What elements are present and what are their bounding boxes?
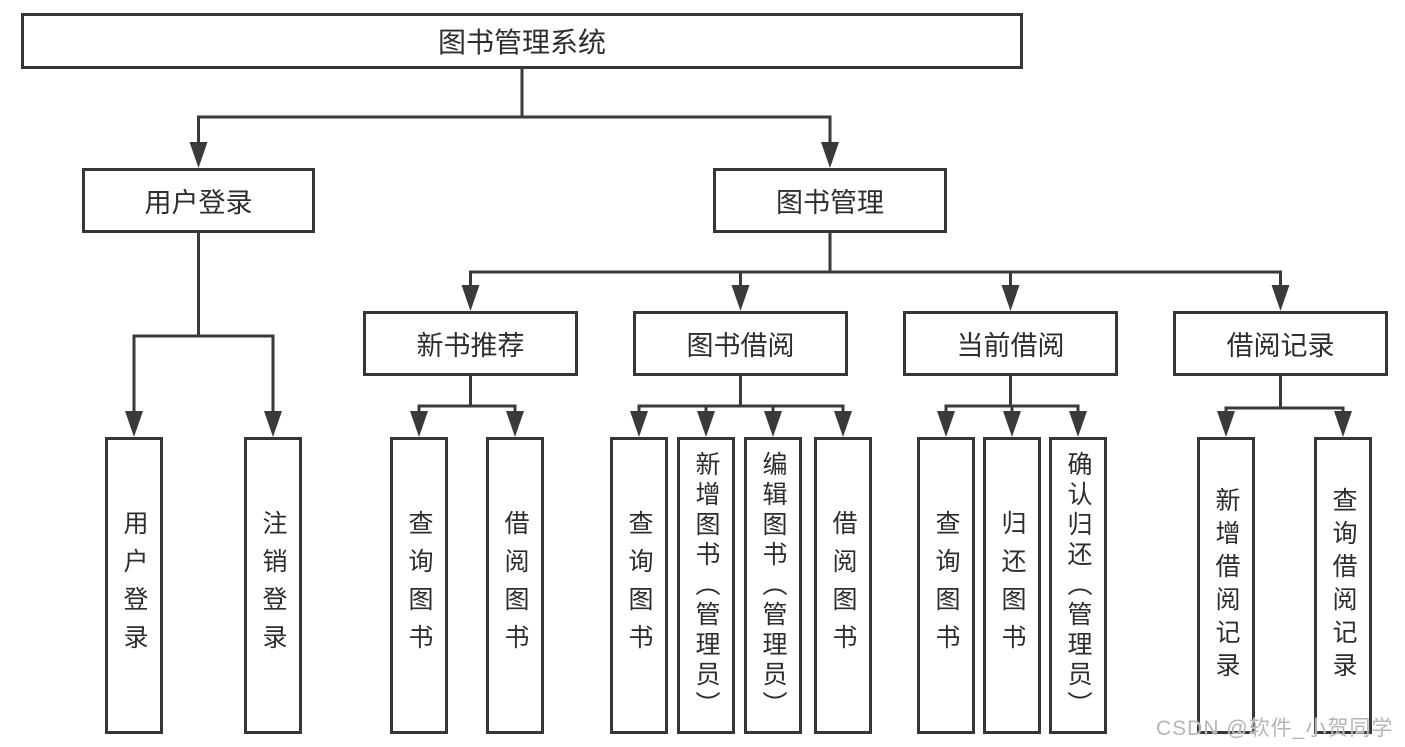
leaf-borrow-books: 借阅图书: [814, 437, 872, 734]
leaf-query-borrow-record: 查询借阅记录: [1314, 437, 1372, 734]
edge-newbookrec-to-leaves: [417, 376, 517, 415]
edge-bookmgmt-to-level3: [469, 233, 1282, 289]
leaf-confirm-return-admin: 确认归还（管理员）: [1049, 437, 1107, 734]
watermark: CSDN @软件_小贺同学: [1156, 717, 1394, 740]
arrowheads: [125, 142, 1352, 437]
edge-root-to-level2: [197, 69, 832, 146]
leaf-return-books: 归还图书: [983, 437, 1041, 734]
node-new-book-recommend: 新书推荐: [363, 311, 578, 376]
node-borrowing-records: 借阅记录: [1173, 311, 1388, 376]
edge-bookborrow-to-leaves: [637, 376, 845, 415]
leaf-query-books-rec: 查询图书: [390, 437, 448, 734]
node-user-login: 用户登录: [82, 168, 315, 233]
leaf-query-books-borrow: 查询图书: [610, 437, 668, 734]
node-book-management: 图书管理: [713, 168, 947, 233]
edge-borrowrecords-to-leaves: [1224, 376, 1345, 415]
leaf-edit-books-admin: 编辑图书（管理员）: [744, 437, 802, 734]
edge-userlogin-to-leaves: [132, 233, 275, 415]
node-library-system: 图书管理系统: [21, 13, 1023, 69]
leaf-add-borrow-record: 新增借阅记录: [1197, 437, 1255, 734]
leaf-user-login: 用户登录: [105, 437, 163, 734]
leaf-logout: 注销登录: [244, 437, 302, 734]
leaf-add-books-admin: 新增图书（管理员）: [677, 437, 735, 734]
leaf-query-books-current: 查询图书: [917, 437, 975, 734]
edge-currentborrow-to-leaves: [944, 376, 1080, 415]
node-current-borrowing: 当前借阅: [903, 311, 1118, 376]
node-book-borrowing: 图书借阅: [633, 311, 848, 376]
leaf-borrow-books-rec: 借阅图书: [486, 437, 544, 734]
